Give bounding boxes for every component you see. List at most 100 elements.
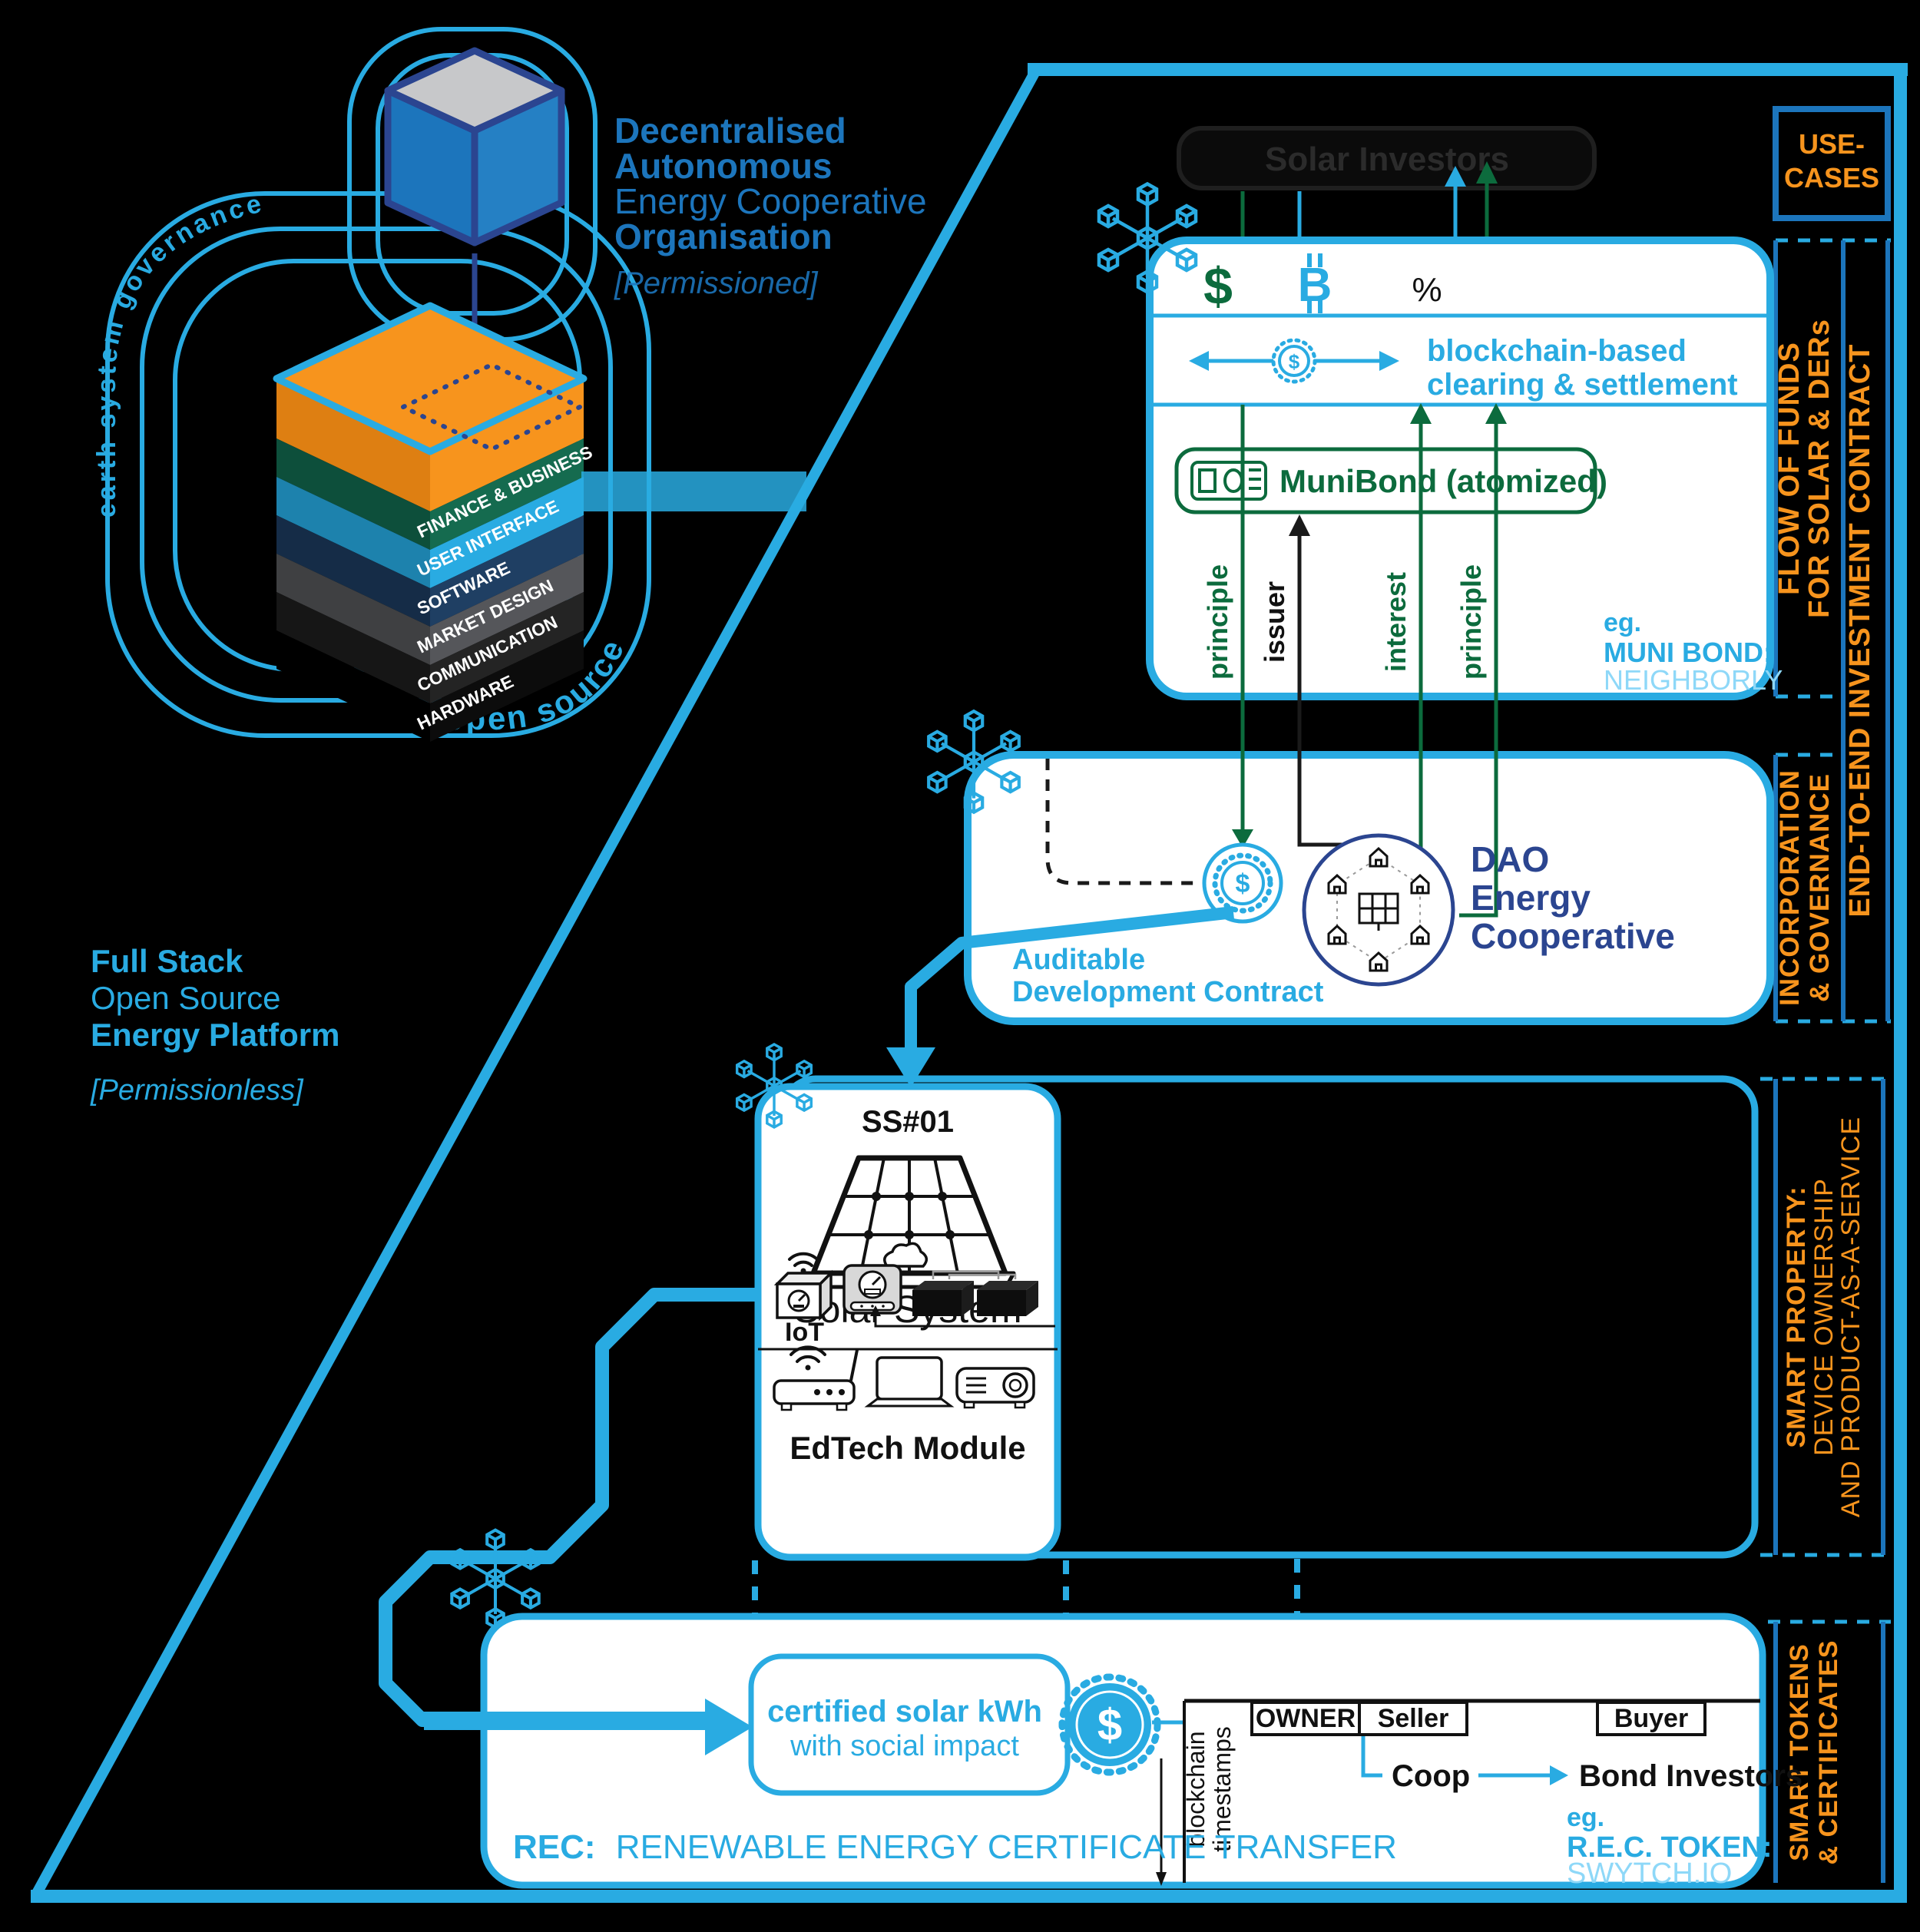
org-label-line1: Decentralised [614, 111, 846, 151]
hero-illustration: earth system governance open source [90, 27, 927, 1107]
solar-system-panel: SS#01 Solar System Solar System [754, 1083, 1061, 1561]
router-icon [773, 1345, 859, 1411]
rail-smart-property-line1: SMART PROPERTY: [1782, 1186, 1811, 1447]
crypto-symbol: B [1298, 253, 1332, 313]
battery-bank-icon [912, 1270, 1038, 1316]
clearing-badge: $ [1271, 338, 1317, 384]
timestamps-arrow [1156, 1758, 1167, 1886]
funnel-frame [30, 63, 1908, 1903]
certified-kwh-line1: certified solar kWh [767, 1695, 1042, 1729]
dao-escrow-badge: $ [1202, 842, 1283, 924]
auditable-contract-line2: Development Contract [1012, 976, 1324, 1008]
edtech-label: EdTech Module [790, 1430, 1025, 1466]
stack-layer-hardware [276, 630, 584, 742]
rail-e2e-contract: END-TO-END INVESTMENT CONTRACT [1844, 343, 1876, 917]
laptop-icon [864, 1356, 955, 1408]
coop-solar-glyph [1358, 892, 1399, 931]
percent-symbol: % [1412, 271, 1442, 309]
clearing-badge-symbol: $ [1289, 350, 1300, 373]
rec-example-name: R.E.C. TOKEN: [1567, 1831, 1772, 1864]
certified-kwh-line2: with social impact [790, 1730, 1019, 1762]
rec-seal-badge: $ [1058, 1673, 1161, 1776]
rec-input-arrow [424, 1699, 753, 1755]
dao-badge-symbol: $ [1236, 869, 1250, 898]
rec-caption-text: RENEWABLE ENERGY CERTIFICATE TRANSFER [616, 1828, 1397, 1866]
bond-investors-label: Bond Investors [1579, 1759, 1802, 1793]
flow-label-interest: interest [1380, 572, 1412, 672]
example-name: MUNI BOND: [1604, 637, 1773, 668]
iot-device-icon [773, 1252, 835, 1322]
funnel-diagonal [30, 70, 1040, 1899]
principle2-up-arrow [1485, 403, 1507, 424]
munibond-label: MuniBond (atomized) [1279, 463, 1607, 499]
org-label-line4: Organisation [614, 217, 833, 256]
org-label: Decentralised Autonomous Energy Cooperat… [614, 111, 927, 300]
example-value: NEIGHBORLY [1604, 664, 1783, 696]
target-slot-outline [401, 362, 582, 452]
blockchain-icon-rec [452, 1530, 538, 1628]
rail-smart-tokens-line2: & CERTIFICATES [1814, 1640, 1843, 1865]
rail-flow-line2: FOR SOLAR & DERs [1803, 319, 1836, 618]
meter-feedback-arrow [870, 1305, 1055, 1328]
solar-investors-label: Solar Investors [1265, 141, 1509, 178]
rail-incorporation-line2: & GOVERNANCE [1805, 773, 1835, 1002]
coop-label: Coop [1392, 1759, 1470, 1793]
principle-to-escrow-arrow [1232, 829, 1253, 848]
platform-label: Full Stack Open Source Energy Platform [… [90, 943, 339, 1107]
org-label-line3: Energy Cooperative [614, 181, 927, 221]
use-cases-label-line2: CASES [1784, 162, 1879, 194]
bond-certificate-icon [1190, 461, 1267, 501]
interest-up-arrow [1410, 403, 1432, 424]
dao-label-line2: Energy [1471, 878, 1591, 918]
table-owner-header: OWNER [1256, 1704, 1356, 1733]
stack-layer-software [276, 515, 584, 627]
iot-to-rec-connector [379, 1288, 758, 1727]
org-permissioned-tag: [Permissioned] [614, 266, 818, 300]
timestamps-label-line2: timestamps [1208, 1726, 1236, 1852]
org-label-line2: Autonomous [614, 146, 833, 186]
rail-flow-line1: FLOW OF FUNDS [1773, 342, 1806, 595]
platform-stack: FINANCE & BUSINESS USER INTERFACE SOFTWA… [273, 302, 595, 742]
platform-label-line2: Open Source [91, 980, 281, 1016]
rec-example-value: SWYTCH.IO [1567, 1858, 1732, 1890]
platform-label-line1: Full Stack [91, 943, 243, 979]
rail-smart-property-line3: AND PRODUCT-AS-A-SERVICE [1836, 1117, 1865, 1517]
dao-label-line3: Cooperative [1471, 916, 1675, 956]
example-prefix: eg. [1604, 608, 1641, 637]
auditable-contract-line1: Auditable [1012, 944, 1145, 976]
stack-layer-market [276, 554, 584, 665]
rec-caption-prefix: REC: [513, 1828, 596, 1866]
dao-panel-content: $ DAO Energy Cooperative Auditable Devel… [886, 833, 1675, 1087]
smart-meter-icon [842, 1242, 929, 1315]
rail-smart-property-line2: DEVICE OWNERSHIP [1809, 1178, 1839, 1456]
dao-cooperative-circle [1302, 833, 1455, 987]
flow-label-issuer: issuer [1259, 581, 1290, 663]
stack-layer-finance [276, 438, 584, 550]
percent-up-arrow [1445, 166, 1466, 187]
rec-example-prefix: eg. [1567, 1803, 1604, 1832]
funds-panel: $ B % $ blockchain-based clearing & sett… [1146, 237, 1783, 700]
fiat-symbol: $ [1203, 257, 1233, 316]
table-seller-header: Seller [1378, 1704, 1449, 1733]
coop-to-investors-flow: Coop Bond Investors [1361, 1736, 1802, 1793]
munibond-example: eg. MUNI BOND: NEIGHBORLY [1604, 608, 1783, 696]
table-buyer-header: Buyer [1614, 1704, 1688, 1733]
clearing-label-line1: blockchain-based [1427, 334, 1687, 368]
issuer-up-arrow [1289, 514, 1310, 536]
rec-panel: certified solar kWh with social impact $… [424, 1613, 1802, 1890]
rec-caption: REC: RENEWABLE ENERGY CERTIFICATE TRANSF… [513, 1828, 1397, 1866]
timestamps-label-line1: blockchain [1182, 1731, 1210, 1847]
munibond-box: MuniBond (atomized) [1174, 447, 1607, 514]
contract-to-solar-connector [886, 906, 1234, 1087]
flow-label-principle-in: principle [1202, 564, 1233, 680]
rec-example: eg. R.E.C. TOKEN: SWYTCH.IO [1567, 1803, 1772, 1890]
stack-to-funnel-band [581, 471, 806, 511]
clearing-row: $ blockchain-based clearing & settlement [1189, 334, 1738, 402]
use-cases-box: USE- CASES [1773, 106, 1891, 221]
rec-badge-symbol: $ [1097, 1700, 1122, 1750]
stack-layer-ui [276, 477, 584, 588]
stack-layer-communication [276, 592, 584, 703]
flow-label-principle-out: principle [1455, 564, 1487, 680]
